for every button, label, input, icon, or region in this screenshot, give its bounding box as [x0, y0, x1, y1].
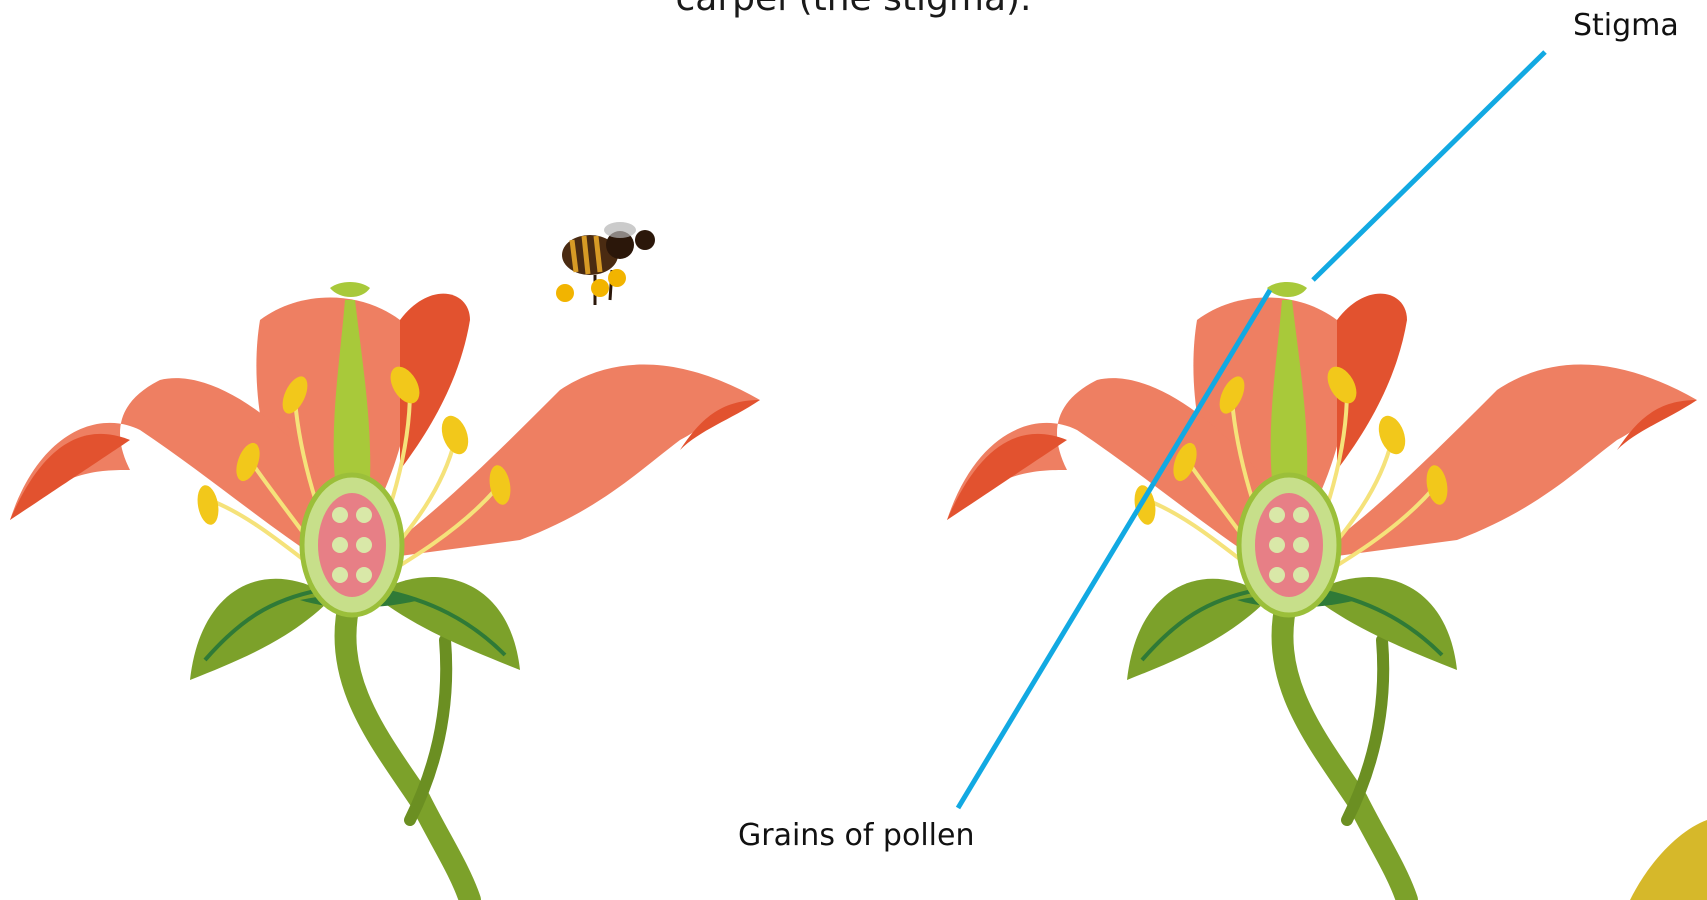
flower-right	[947, 282, 1697, 900]
corner-decoration	[1630, 820, 1707, 900]
pollen-grain-icon	[591, 279, 609, 297]
pollen-grain-icon	[556, 284, 574, 302]
pollen-grain-icon	[608, 269, 626, 287]
bee-icon	[556, 222, 655, 305]
pollen-pointer-line	[958, 290, 1270, 808]
flower-left	[10, 282, 760, 900]
stigma-pointer-line	[1313, 52, 1545, 280]
